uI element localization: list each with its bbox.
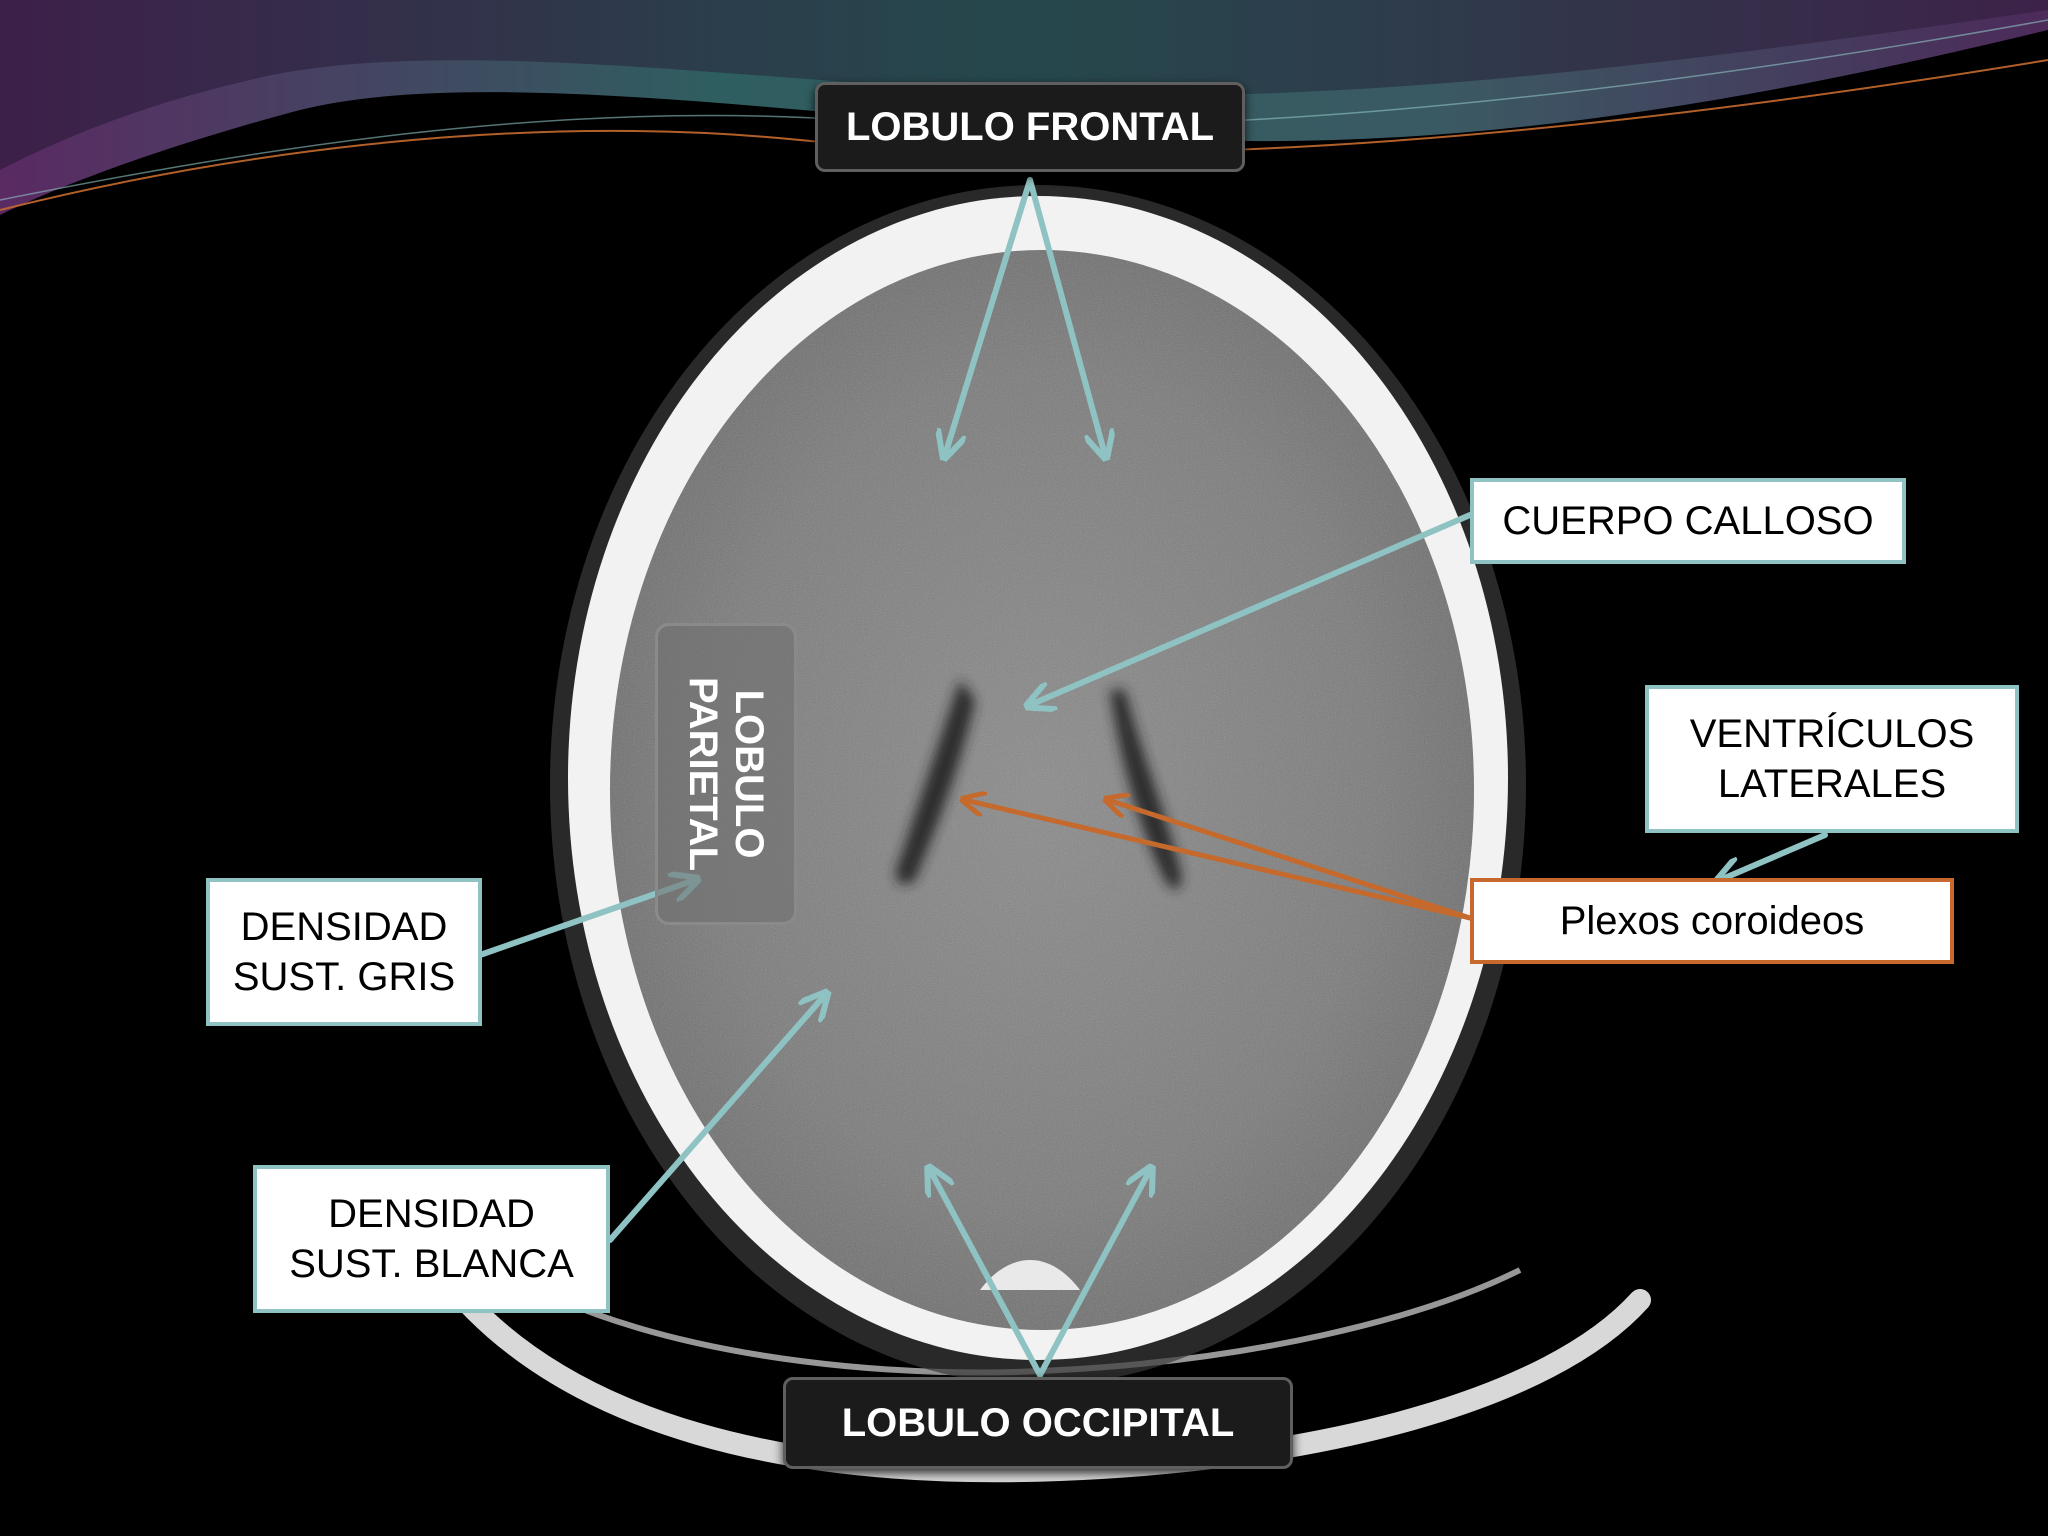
- label-lobulo-occipital: LOBULO OCCIPITAL: [783, 1377, 1293, 1469]
- head-holder-arc: [429, 1259, 1651, 1483]
- label-densidad-sust-blanca: DENSIDAD SUST. BLANCA: [253, 1165, 610, 1313]
- orange-arrows: [965, 800, 1473, 921]
- label-lobulo-parietal: LOBULO PARIETAL: [655, 623, 797, 925]
- label-lobulo-frontal: LOBULO FRONTAL: [815, 82, 1245, 172]
- label-ventriculos-laterales: VENTRÍCULOS LATERALES: [1645, 685, 2019, 833]
- lateral-ventricles: [895, 680, 1182, 889]
- label-densidad-sust-gris: DENSIDAD SUST. GRIS: [206, 878, 482, 1026]
- label-plexos-coroideos: Plexos coroideos: [1470, 878, 1954, 964]
- label-cuerpo-calloso: CUERPO CALLOSO: [1470, 478, 1906, 564]
- label-lobulo-parietal-text: LOBULO PARIETAL: [681, 676, 771, 872]
